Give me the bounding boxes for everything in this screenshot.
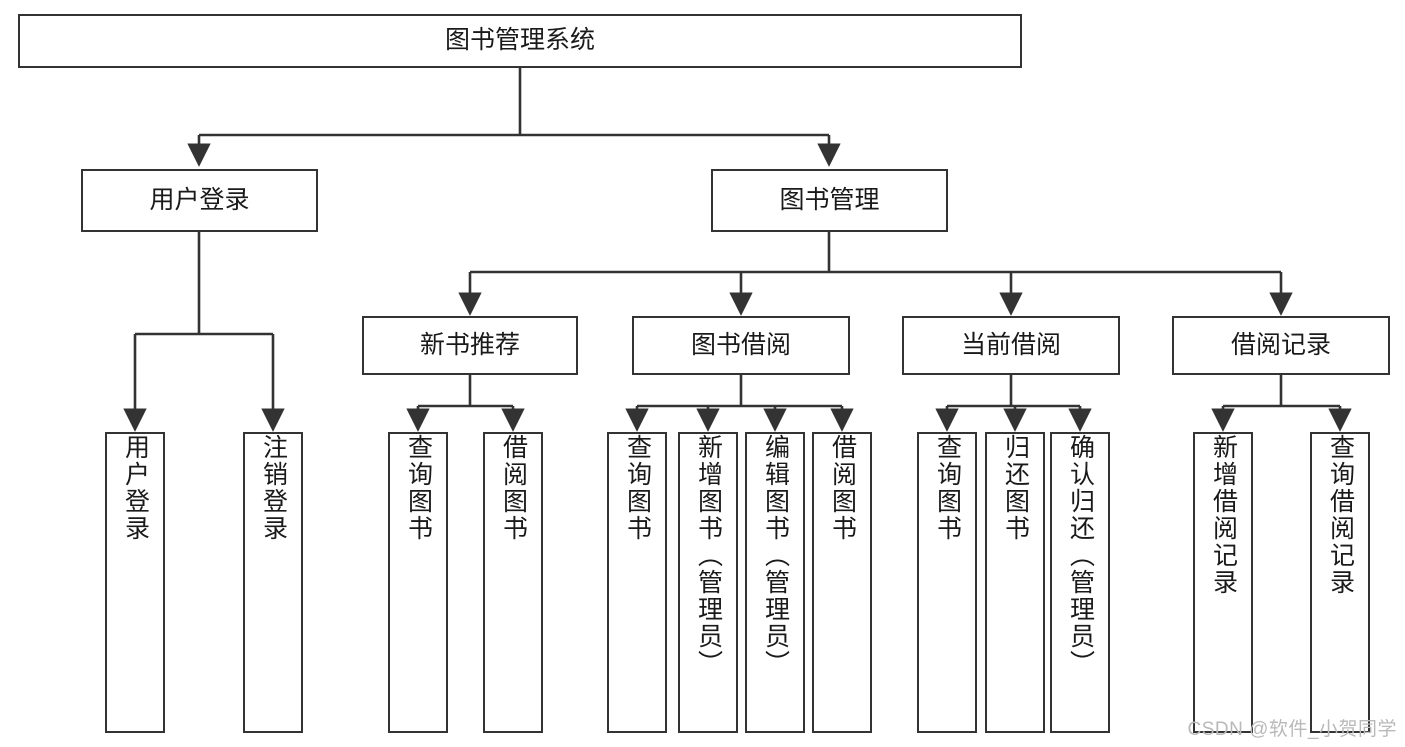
node-root-book-management-system[interactable]: 图书管理系统 [18,14,1022,68]
node-label: 查询借阅记录 [1326,434,1355,596]
node-label: 借阅图书 [828,434,857,542]
leaf-book-borrow-borrow-book[interactable]: 借阅图书 [812,432,872,733]
leaf-book-borrow-query-book[interactable]: 查询图书 [607,432,667,733]
node-current-borrowing[interactable]: 当前借阅 [902,316,1120,375]
node-borrow-records[interactable]: 借阅记录 [1172,316,1390,375]
leaf-current-borrow-confirm-return-admin[interactable]: 确认归还（管理员） [1050,432,1110,733]
node-label: 注销登录 [259,434,288,542]
node-label: 图书管理 [779,185,880,214]
node-label: 编辑图书（管理员） [761,434,790,677]
leaf-current-borrow-query-book[interactable]: 查询图书 [917,432,977,733]
node-new-book-recommendation[interactable]: 新书推荐 [362,316,578,375]
leaf-user-login-logout[interactable]: 注销登录 [243,432,303,733]
leaf-book-borrow-add-book-admin[interactable]: 新增图书（管理员） [678,432,738,733]
node-label: 用户登录 [149,185,250,214]
node-label: 新增借阅记录 [1209,434,1238,596]
node-label: 确认归还（管理员） [1066,434,1095,677]
node-label: 借阅图书 [499,434,528,542]
node-label: 新书推荐 [419,330,520,359]
node-label: 当前借阅 [960,330,1061,359]
node-label: 图书管理系统 [444,26,595,55]
node-book-borrowing[interactable]: 图书借阅 [632,316,850,375]
leaf-user-login-login[interactable]: 用户登录 [105,432,165,733]
node-label: 查询图书 [933,434,962,542]
node-label: 用户登录 [121,434,150,542]
node-label: 查询图书 [623,434,652,542]
leaf-current-borrow-return-book[interactable]: 归还图书 [985,432,1045,733]
node-book-management[interactable]: 图书管理 [711,169,948,232]
node-user-login[interactable]: 用户登录 [81,169,318,232]
node-label: 新增图书（管理员） [694,434,723,677]
node-label: 图书借阅 [690,330,791,359]
leaf-new-book-query-book[interactable]: 查询图书 [388,432,448,733]
node-label: 归还图书 [1001,434,1030,542]
node-label: 借阅记录 [1230,330,1331,359]
leaf-borrow-record-add-record[interactable]: 新增借阅记录 [1193,432,1253,733]
leaf-new-book-borrow-book[interactable]: 借阅图书 [483,432,543,733]
leaf-borrow-record-query-record[interactable]: 查询借阅记录 [1310,432,1370,733]
leaf-book-borrow-edit-book-admin[interactable]: 编辑图书（管理员） [745,432,805,733]
csdn-watermark: CSDN @软件_小贺同学 [1187,719,1397,740]
node-label: 查询图书 [404,434,433,542]
